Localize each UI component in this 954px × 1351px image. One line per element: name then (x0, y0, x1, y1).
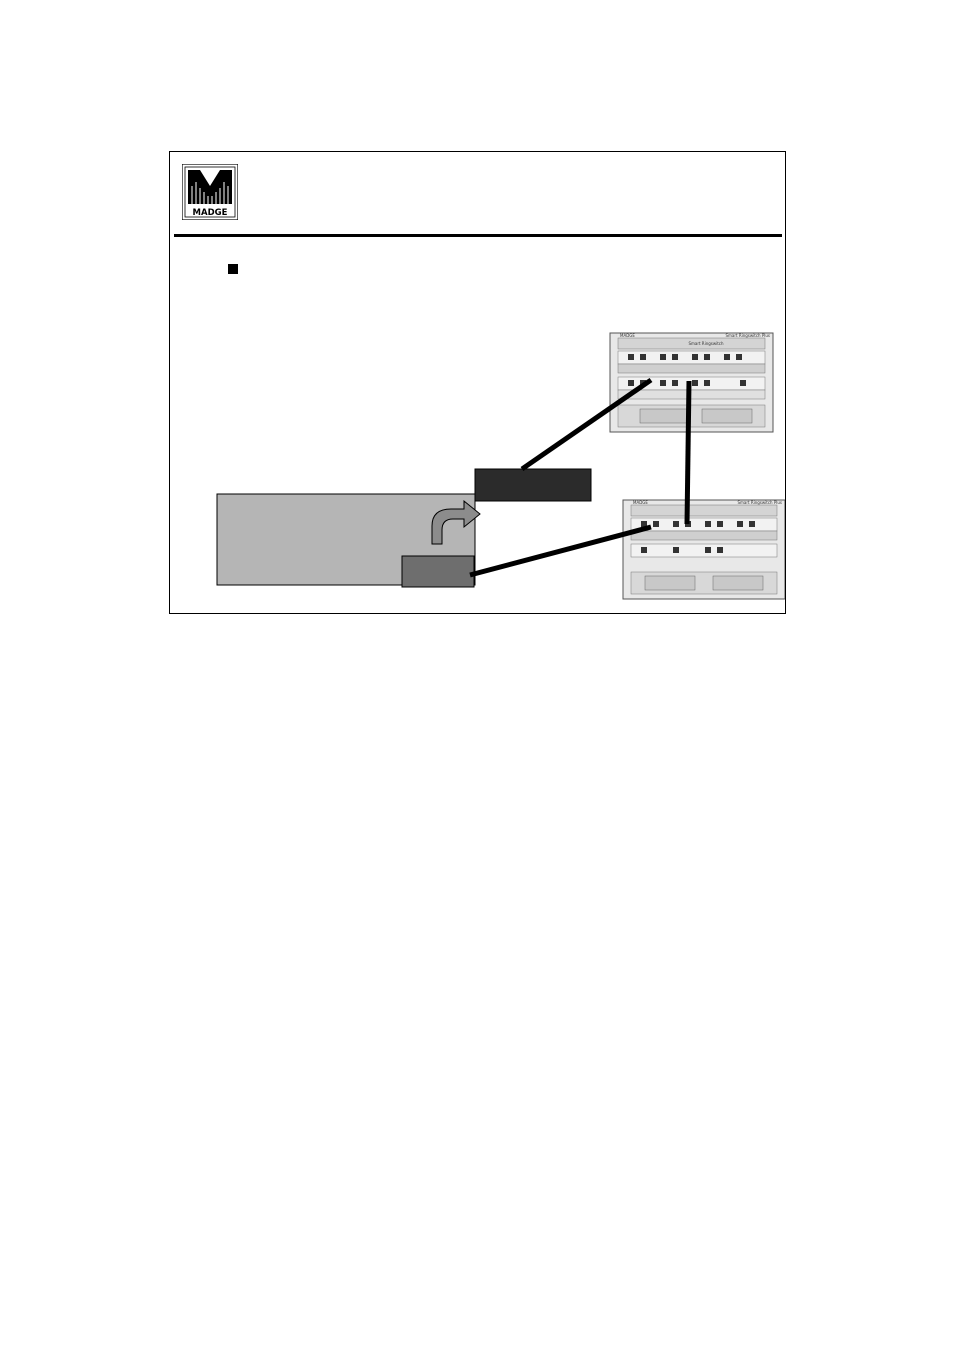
cable-dark-box-to-device-1 (520, 377, 653, 472)
device-1-model: Smart Ringswitch Plus (725, 333, 770, 338)
title-rule (174, 234, 782, 237)
dark-box (474, 468, 592, 502)
device-2-brand: MADGE (633, 500, 648, 505)
cable-device-1-to-device-2 (684, 380, 692, 525)
slide-frame: MADGE MADGE Smart Ringswitch Plus Smart … (169, 151, 786, 614)
network-diagram: MADGE Smart Ringswitch Plus Smart Ringsw… (216, 332, 785, 600)
logo-text: MADGE (193, 208, 228, 218)
ringswitch-device-2: MADGE Smart Ringswitch Plus (622, 499, 785, 600)
adapter-box (401, 555, 475, 588)
madge-logo: MADGE (182, 164, 238, 220)
ringswitch-device-1: MADGE Smart Ringswitch Plus Smart Ringsw… (609, 332, 774, 433)
device-1-brand: MADGE (620, 333, 635, 338)
curved-arrow-icon (431, 499, 481, 545)
square-bullet (228, 264, 238, 274)
cable-adapter-to-device-2 (469, 524, 652, 578)
device-2-model: Smart Ringswitch Plus (737, 500, 782, 505)
device-1-panel: Smart Ringswitch (688, 341, 724, 346)
